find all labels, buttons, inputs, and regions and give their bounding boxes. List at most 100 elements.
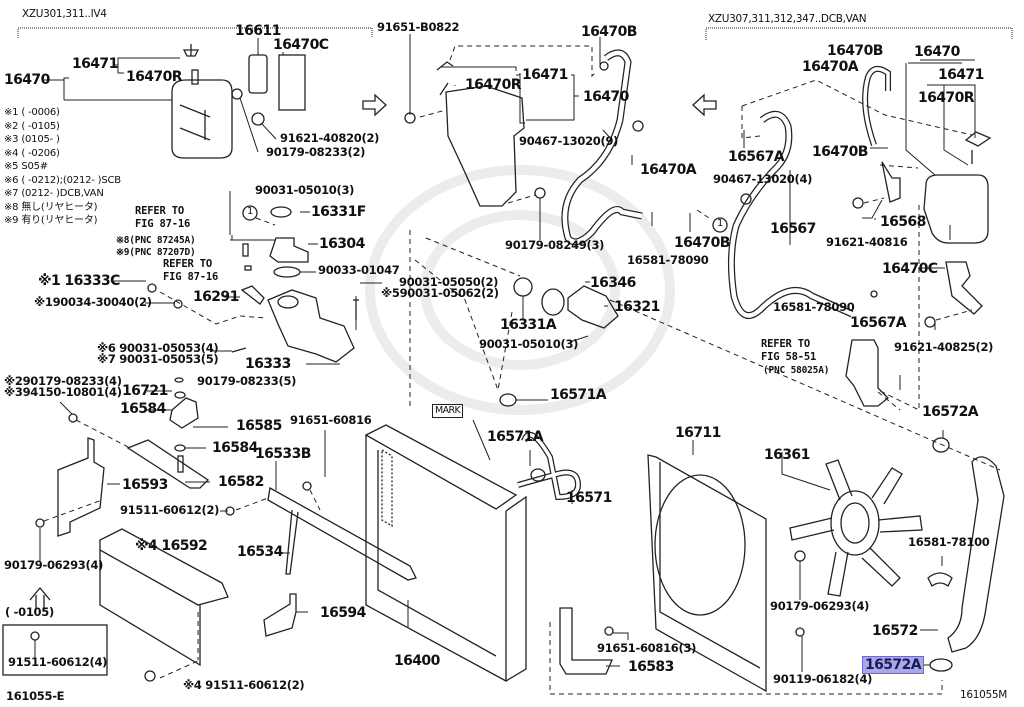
refer-pnc-8[interactable]: ※8(PNC 87245A) (116, 235, 196, 246)
refer-fig-link-3[interactable]: FIG 58-51 (761, 351, 817, 363)
part-91621-40816[interactable]: 91621-40816 (826, 235, 908, 249)
part-91651-B0822[interactable]: 91651-B0822 (377, 20, 460, 34)
part-16585[interactable]: 16585 (236, 418, 282, 434)
clamp-16571A-upper (499, 393, 517, 407)
part-16568[interactable]: 16568 (880, 214, 926, 230)
part-16470C-left[interactable]: 16470C (273, 37, 329, 53)
part-16533B[interactable]: 16533B (255, 446, 311, 462)
part-16567[interactable]: 16567 (770, 221, 816, 237)
part-16711[interactable]: 16711 (675, 425, 721, 441)
part-16571[interactable]: 16571 (566, 490, 612, 506)
part-90179-06293-left[interactable]: 90179-06293(4) (4, 558, 104, 572)
part-16331A[interactable]: 16331A (500, 317, 557, 333)
part-90179-08233-2[interactable]: 90179-08233(2) (266, 145, 366, 159)
part-90031-05010-3-mid[interactable]: 90031-05010(3) (479, 337, 579, 351)
part-16470-left[interactable]: 16470 (4, 72, 50, 88)
part-16470C-right[interactable]: 16470C (882, 261, 938, 277)
part-16470-right[interactable]: 16470 (914, 44, 960, 60)
part-16304[interactable]: 16304 (319, 236, 365, 252)
gasket-16346 (541, 288, 565, 316)
refer-to-label-1[interactable]: REFER TO (135, 205, 184, 217)
part-16584-upper[interactable]: 16584 (120, 401, 166, 417)
part-16361[interactable]: 16361 (764, 447, 810, 463)
part-16721[interactable]: 16721 (122, 383, 168, 399)
part-90119-06182-4[interactable]: 90119-06182(4) (773, 672, 873, 686)
part-16471-right[interactable]: 16471 (938, 67, 984, 83)
part-91621-40825-2[interactable]: 91621-40825(2) (894, 340, 994, 354)
part-16571A-upper[interactable]: 16571A (550, 387, 607, 403)
part-16582[interactable]: 16582 (218, 474, 264, 490)
part-16346[interactable]: 16346 (590, 275, 636, 291)
part-90031-05050-2[interactable]: 90031-05050(2) (399, 275, 499, 289)
group-title-left: XZU301,311..IV4 (22, 8, 107, 20)
part-16470A-mid[interactable]: 16470A (640, 162, 697, 178)
part-91511-60612-2-upper[interactable]: 91511-60612(2) (120, 503, 220, 517)
part-94150-10801-4[interactable]: ※394150-10801(4) (4, 385, 122, 399)
part-16470-mid[interactable]: 16470 (583, 89, 629, 105)
part-16471-mid[interactable]: 16471 (522, 67, 568, 83)
water-outlet-16321 (567, 285, 619, 329)
part-16581-78100[interactable]: 16581-78100 (908, 535, 990, 549)
part-16333[interactable]: 16333 (245, 356, 291, 372)
bracket-16568 (881, 161, 901, 203)
part-16567A-lower[interactable]: 16567A (850, 315, 907, 331)
part-90467-13020-9[interactable]: 90467-13020(9) (519, 134, 619, 148)
part-91621-40820[interactable]: 91621-40820(2) (280, 131, 380, 145)
part-16571A-lower[interactable]: 16571A (487, 429, 544, 445)
part-90031-05053-4[interactable]: ※6 90031-05053(4) (97, 341, 219, 355)
panel-58025A (845, 339, 889, 407)
part-90031-05053-5[interactable]: ※7 90031-05053(5) (97, 352, 219, 366)
refer-to-label-3[interactable]: REFER TO (761, 338, 810, 350)
part-16470B-top[interactable]: 16470B (581, 24, 637, 40)
part-16583[interactable]: 16583 (628, 659, 674, 675)
note-6: ※6 ( -0212);(0212- )SCB (4, 174, 121, 186)
part-16534[interactable]: 16534 (237, 544, 283, 560)
part-16593[interactable]: 16593 (122, 477, 168, 493)
refer-pnc-58025A[interactable]: (PNC 58025A) (763, 365, 830, 376)
part-16470B-right-mid[interactable]: 16470B (812, 144, 868, 160)
part-16333C[interactable]: ※1 16333C (38, 273, 120, 289)
refer-fig-link-1[interactable]: FIG 87-16 (135, 218, 191, 230)
refer-pnc-9[interactable]: ※9(PNC 87207D) (116, 247, 196, 258)
callout-1-right (712, 217, 728, 233)
part-16581-78090-mid[interactable]: 16581-78090 (627, 253, 709, 267)
part-90179-08233-4[interactable]: ※290179-08233(4) (4, 374, 122, 388)
part-16470R-mid[interactable]: 16470R (465, 77, 521, 93)
part-16567A-upper[interactable]: 16567A (728, 149, 785, 165)
part-16321[interactable]: 16321 (614, 299, 660, 315)
part-16470B-right-top[interactable]: 16470B (827, 43, 883, 59)
refer-to-label-2[interactable]: REFER TO (163, 258, 212, 270)
part-91651-60816-3[interactable]: 91651-60816(3) (597, 641, 697, 655)
part-16572A-selected[interactable]: 16572A (862, 656, 924, 674)
part-90179-08249-3[interactable]: 90179-08249(3) (505, 238, 605, 252)
part-16581-78090-right[interactable]: 16581-78090 (773, 300, 855, 314)
part-90031-05062-2[interactable]: ※590031-05062(2) (381, 286, 499, 300)
part-16611[interactable]: 16611 (235, 23, 281, 39)
part-16470A-right[interactable]: 16470A (802, 59, 859, 75)
clamp-90467-13020-4 (740, 193, 752, 205)
part-16291[interactable]: 16291 (193, 289, 239, 305)
part-90031-05010-3-top[interactable]: 90031-05010(3) (255, 183, 355, 197)
part-91651-60816[interactable]: 91651-60816 (290, 413, 372, 427)
part-16584-lower[interactable]: 16584 (212, 440, 258, 456)
part-90033-01047[interactable]: 90033-01047 (318, 263, 400, 277)
part-90467-13020-4[interactable]: 90467-13020(4) (713, 172, 813, 186)
refer-fig-link-2[interactable]: FIG 87-16 (163, 271, 219, 283)
part-16592[interactable]: ※4 16592 (135, 538, 208, 554)
part-16470R-right[interactable]: 16470R (918, 90, 974, 106)
part-16470R-left[interactable]: 16470R (126, 69, 182, 85)
part-16331F[interactable]: 16331F (311, 204, 366, 220)
part-91511-60612-2-lower[interactable]: ※4 91511-60612(2) (183, 678, 305, 692)
part-16400[interactable]: 16400 (394, 653, 440, 669)
part-16594[interactable]: 16594 (320, 605, 366, 621)
part-16470B-mid[interactable]: 16470B (674, 235, 730, 251)
part-90179-06293-right[interactable]: 90179-06293(4) (770, 599, 870, 613)
part-91511-60612-4[interactable]: 91511-60612(4) (8, 655, 108, 669)
bolt-90119-06182 (795, 627, 805, 637)
part-16471-left[interactable]: 16471 (72, 56, 118, 72)
part-16572A-upper[interactable]: 16572A (922, 404, 979, 420)
part-16572[interactable]: 16572 (872, 623, 918, 639)
part-90034-30040[interactable]: ※190034-30040(2) (34, 295, 152, 309)
callout-number-right: 1 (717, 218, 724, 229)
part-90179-08233-5[interactable]: 90179-08233(5) (197, 374, 297, 388)
